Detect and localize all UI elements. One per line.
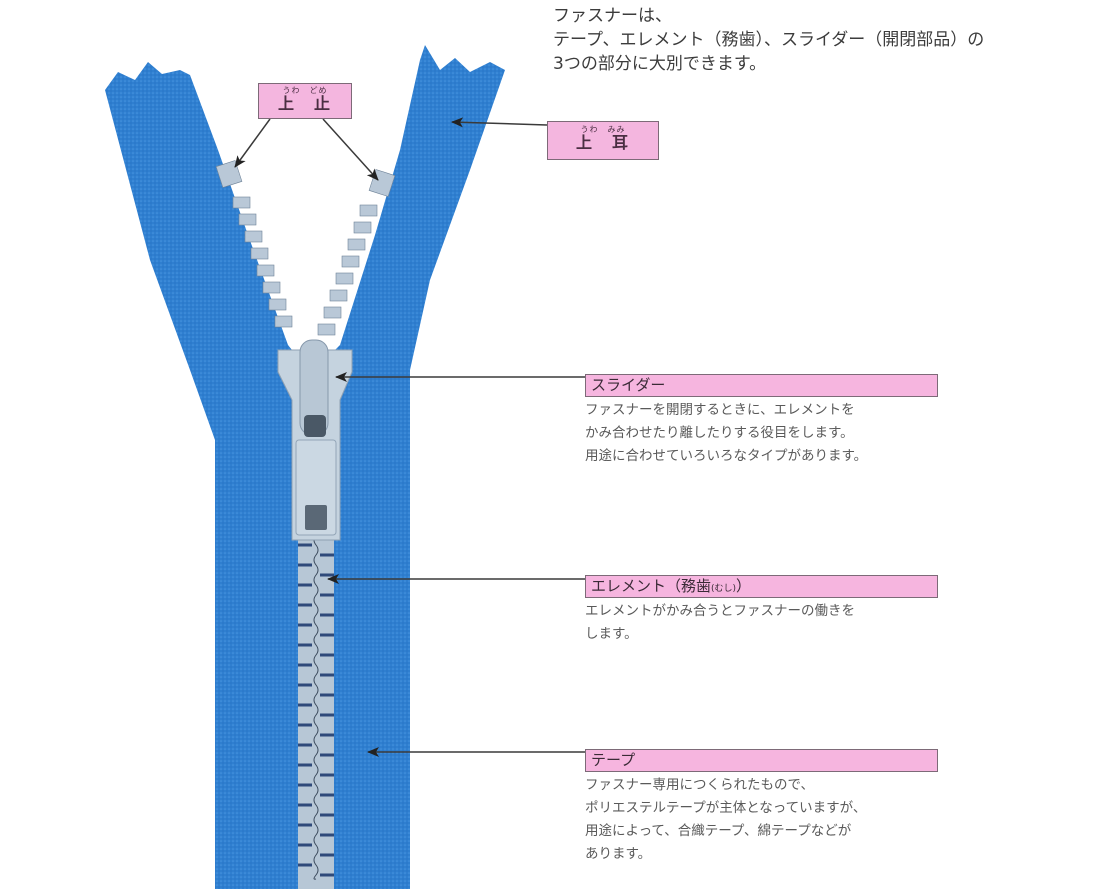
section-tape-description: ファスナー専用につくられたもので、 ポリエステルテープが主体となっていますが、 …: [585, 777, 867, 862]
left-tape: [105, 62, 300, 889]
section-element-title: エレメント（務歯(むし)）: [585, 575, 938, 598]
arrow-top-ear: [451, 117, 548, 128]
right-tape: [325, 45, 505, 889]
intro-line: ファスナーは、: [553, 6, 672, 26]
intro-line: 3つの部分に大別できます。: [553, 54, 767, 74]
arrow-top-stop-right: [322, 118, 379, 181]
section-element: エレメント（務歯(むし)） エレメントがかみ合うとファスナーの働きを します。: [585, 575, 938, 646]
section-tape-title: テープ: [585, 749, 938, 772]
closed-element-chain: [298, 534, 334, 889]
section-slider-description: ファスナーを開閉するときに、エレメントを かみ合わせたり離したりする役目をします…: [585, 402, 868, 464]
intro-text: ファスナーは、 テープ、エレメント（務歯）、スライダー（開閉部品）の 3つの部分…: [553, 4, 984, 76]
label-top-stop-kanji: 上 止: [277, 94, 332, 113]
section-element-description: エレメントがかみ合うとファスナーの働きを します。: [585, 603, 855, 642]
label-top-ear-ruby: うわ みみ: [580, 125, 626, 134]
label-top-stop-ruby: うわ どめ: [282, 86, 328, 95]
section-tape: テープ ファスナー専用につくられたもので、 ポリエステルテープが主体となっていま…: [585, 749, 938, 866]
label-top-ear: うわ みみ 上 耳: [547, 121, 659, 160]
left-elements: [215, 160, 293, 328]
right-elements: [317, 169, 396, 336]
section-slider-title: スライダー: [585, 374, 938, 397]
label-top-ear-kanji: 上 耳: [575, 133, 630, 152]
section-slider: スライダー ファスナーを開閉するときに、エレメントを かみ合わせたり離したりする…: [585, 374, 938, 468]
label-top-stop: うわ どめ 上 止: [258, 83, 352, 119]
arrow-top-stop-left: [234, 118, 271, 168]
slider-body: [277, 339, 353, 541]
intro-line: テープ、エレメント（務歯）、スライダー（開閉部品）の: [553, 30, 985, 50]
